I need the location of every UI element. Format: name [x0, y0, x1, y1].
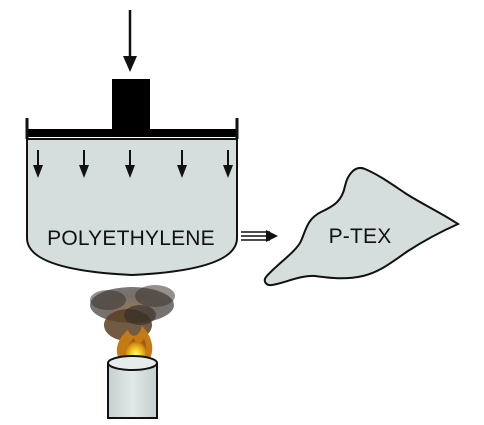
pressure-arrow-icon: [177, 150, 187, 178]
flow-arrow-icon: [241, 230, 278, 242]
pressure-arrow-icon: [125, 150, 135, 178]
pressure-arrow-icon: [33, 150, 43, 178]
polyethylene-vessel: [26, 138, 238, 277]
press-plate: [25, 118, 239, 139]
smoke: [90, 285, 175, 341]
burner-tube: [107, 355, 158, 419]
pressure-arrow-icon: [223, 150, 233, 178]
polyethylene-label: POLYETHYLENE: [47, 227, 215, 250]
press-block: [112, 79, 150, 131]
press-arrow-icon: [123, 10, 137, 72]
pressure-arrow-icon: [79, 150, 89, 178]
pressure-arrows: [33, 150, 233, 178]
ptex-shape: [263, 167, 461, 287]
ptex-label: P-TEX: [329, 225, 392, 248]
